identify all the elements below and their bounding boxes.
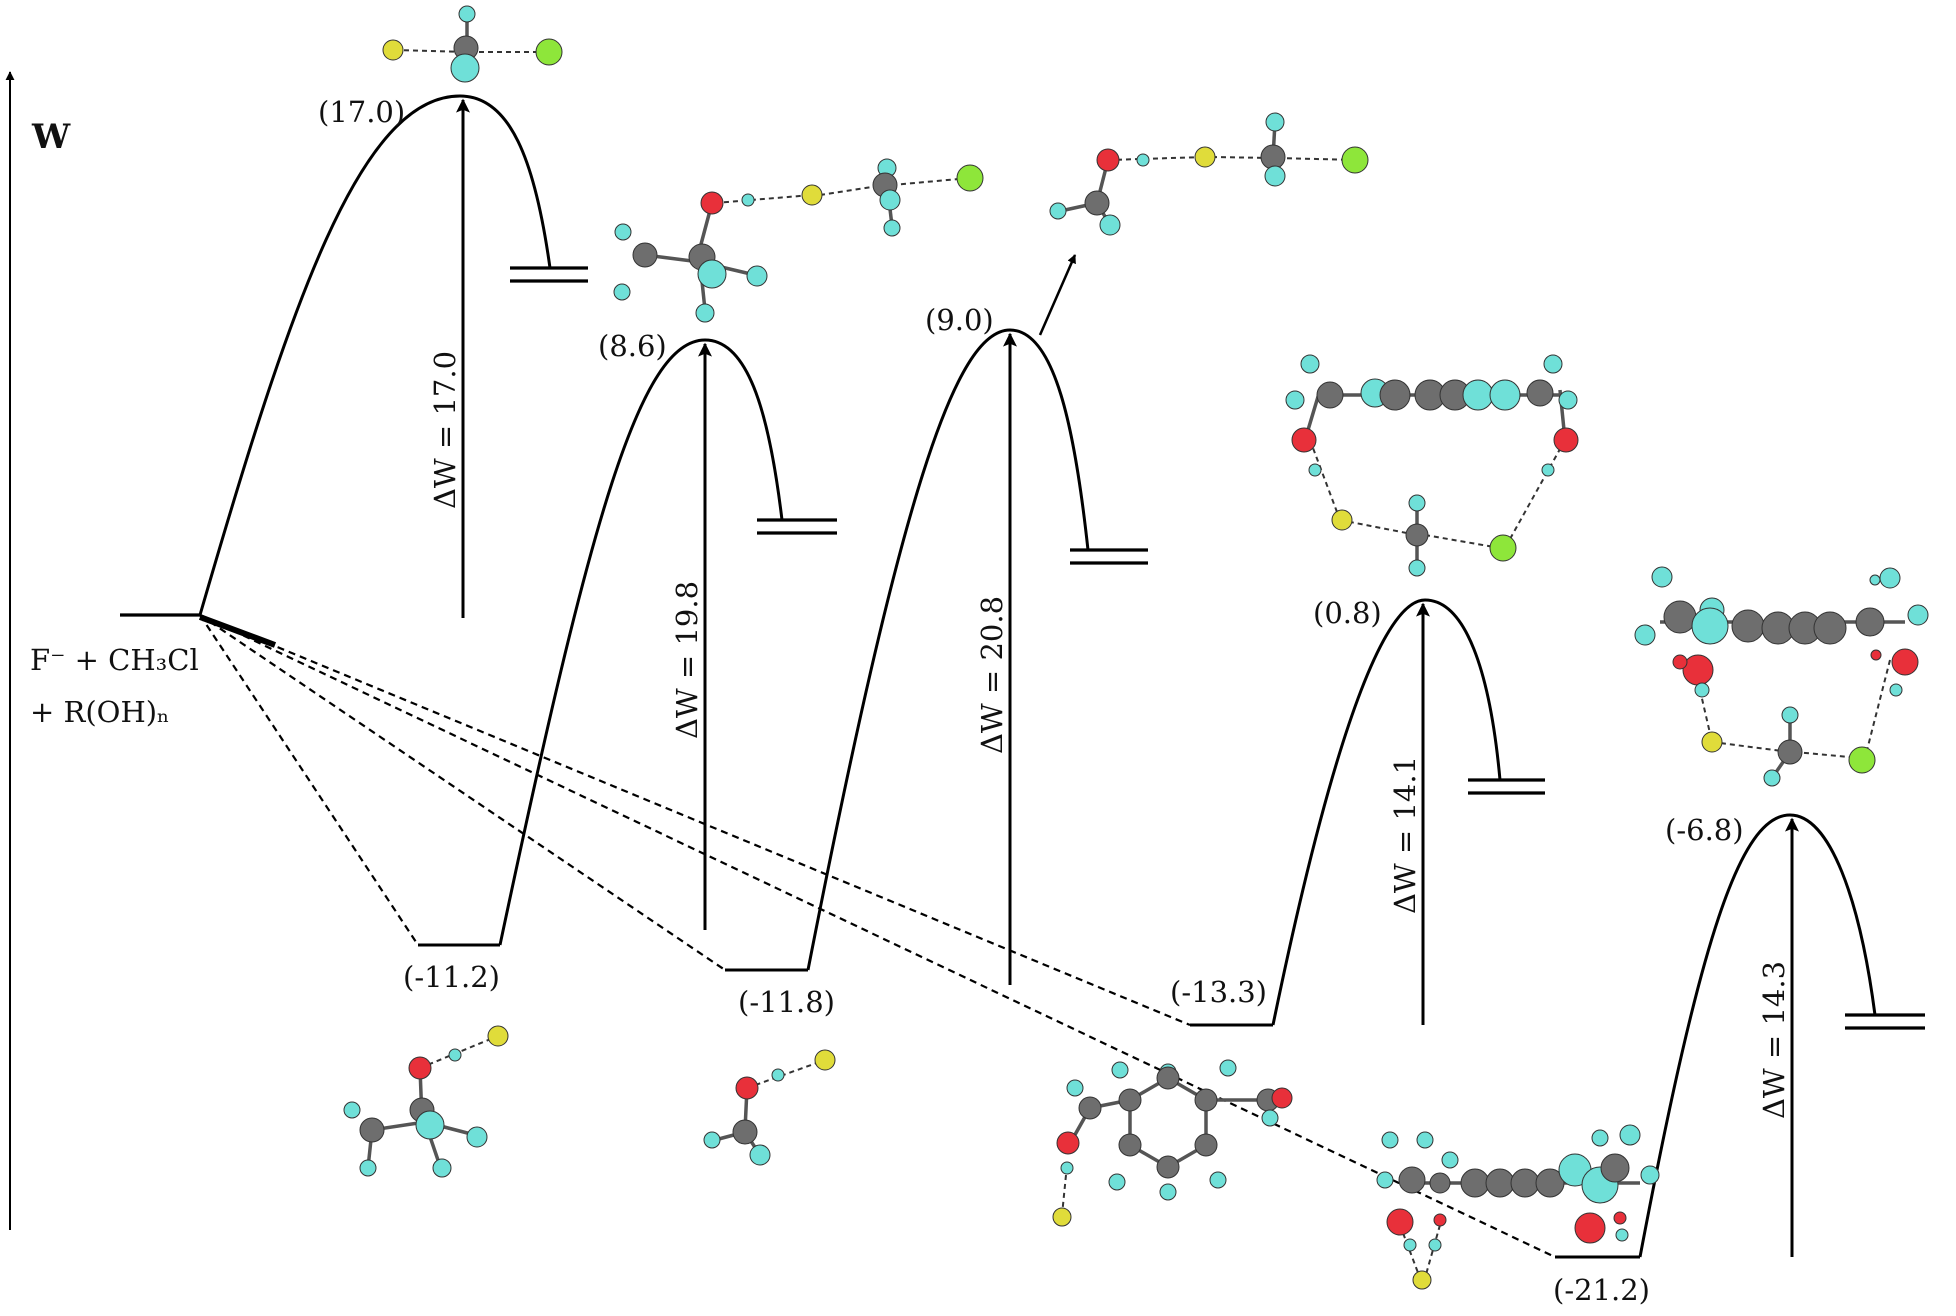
c4-structure xyxy=(1376,1124,1660,1290)
barrier-label-b2: ΔW = 20.8 xyxy=(975,596,1009,754)
dashed-connector-c2 xyxy=(199,614,726,971)
ts4-barrier-curve xyxy=(1638,813,1877,1258)
dashed-connector-c4 xyxy=(199,614,1556,1258)
c1-structure xyxy=(343,1025,509,1178)
c2-structure xyxy=(703,1049,836,1166)
ts1-barrier-curve xyxy=(498,338,784,946)
barrier-label-b0: ΔW = 17.0 xyxy=(428,351,462,509)
ts2-barrier-curve xyxy=(806,328,1090,971)
fluorine-atom xyxy=(382,39,404,61)
dashed-connector-c3 xyxy=(199,613,1191,1027)
c2-energy-label: (-11.8) xyxy=(738,985,835,1019)
c3-structure xyxy=(1052,1059,1293,1227)
ts0-energy-label: (17.0) xyxy=(318,95,405,129)
ts2-structure-pointer xyxy=(1038,254,1077,336)
ts0-structure xyxy=(382,5,563,83)
reactant-label-line1: F⁻ + CH₃Cl xyxy=(30,643,199,677)
ts3-energy-label: (0.8) xyxy=(1313,596,1382,630)
dashed-connector-c1 xyxy=(199,614,419,946)
ts3-barrier-curve xyxy=(1271,598,1502,1026)
ts3-structure xyxy=(1285,354,1579,577)
ts1-energy-label: (8.6) xyxy=(598,329,667,363)
ts1-structure xyxy=(613,158,984,323)
hydrogen-atom xyxy=(450,53,480,83)
c3-energy-label: (-13.3) xyxy=(1170,975,1267,1009)
barrier-label-b4: ΔW = 14.3 xyxy=(1757,961,1791,1119)
c1-energy-label: (-11.2) xyxy=(403,960,500,994)
chlorine-atom xyxy=(535,38,563,66)
ts4-structure xyxy=(1634,566,1929,787)
ts0-barrier-curve xyxy=(198,94,552,616)
ts2-structure xyxy=(1049,112,1369,236)
hydrogen-atom xyxy=(458,5,476,23)
ts4-energy-label: (-6.8) xyxy=(1665,813,1744,847)
barrier-label-b1: ΔW = 19.8 xyxy=(670,581,704,739)
reactant-label-line2: + R(OH)ₙ xyxy=(30,695,170,729)
w-axis-label: W xyxy=(31,117,71,157)
barrier-label-b3: ΔW = 14.1 xyxy=(1388,756,1422,914)
c4-energy-label: (-21.2) xyxy=(1553,1273,1650,1307)
ts2-energy-label: (9.0) xyxy=(925,303,994,337)
